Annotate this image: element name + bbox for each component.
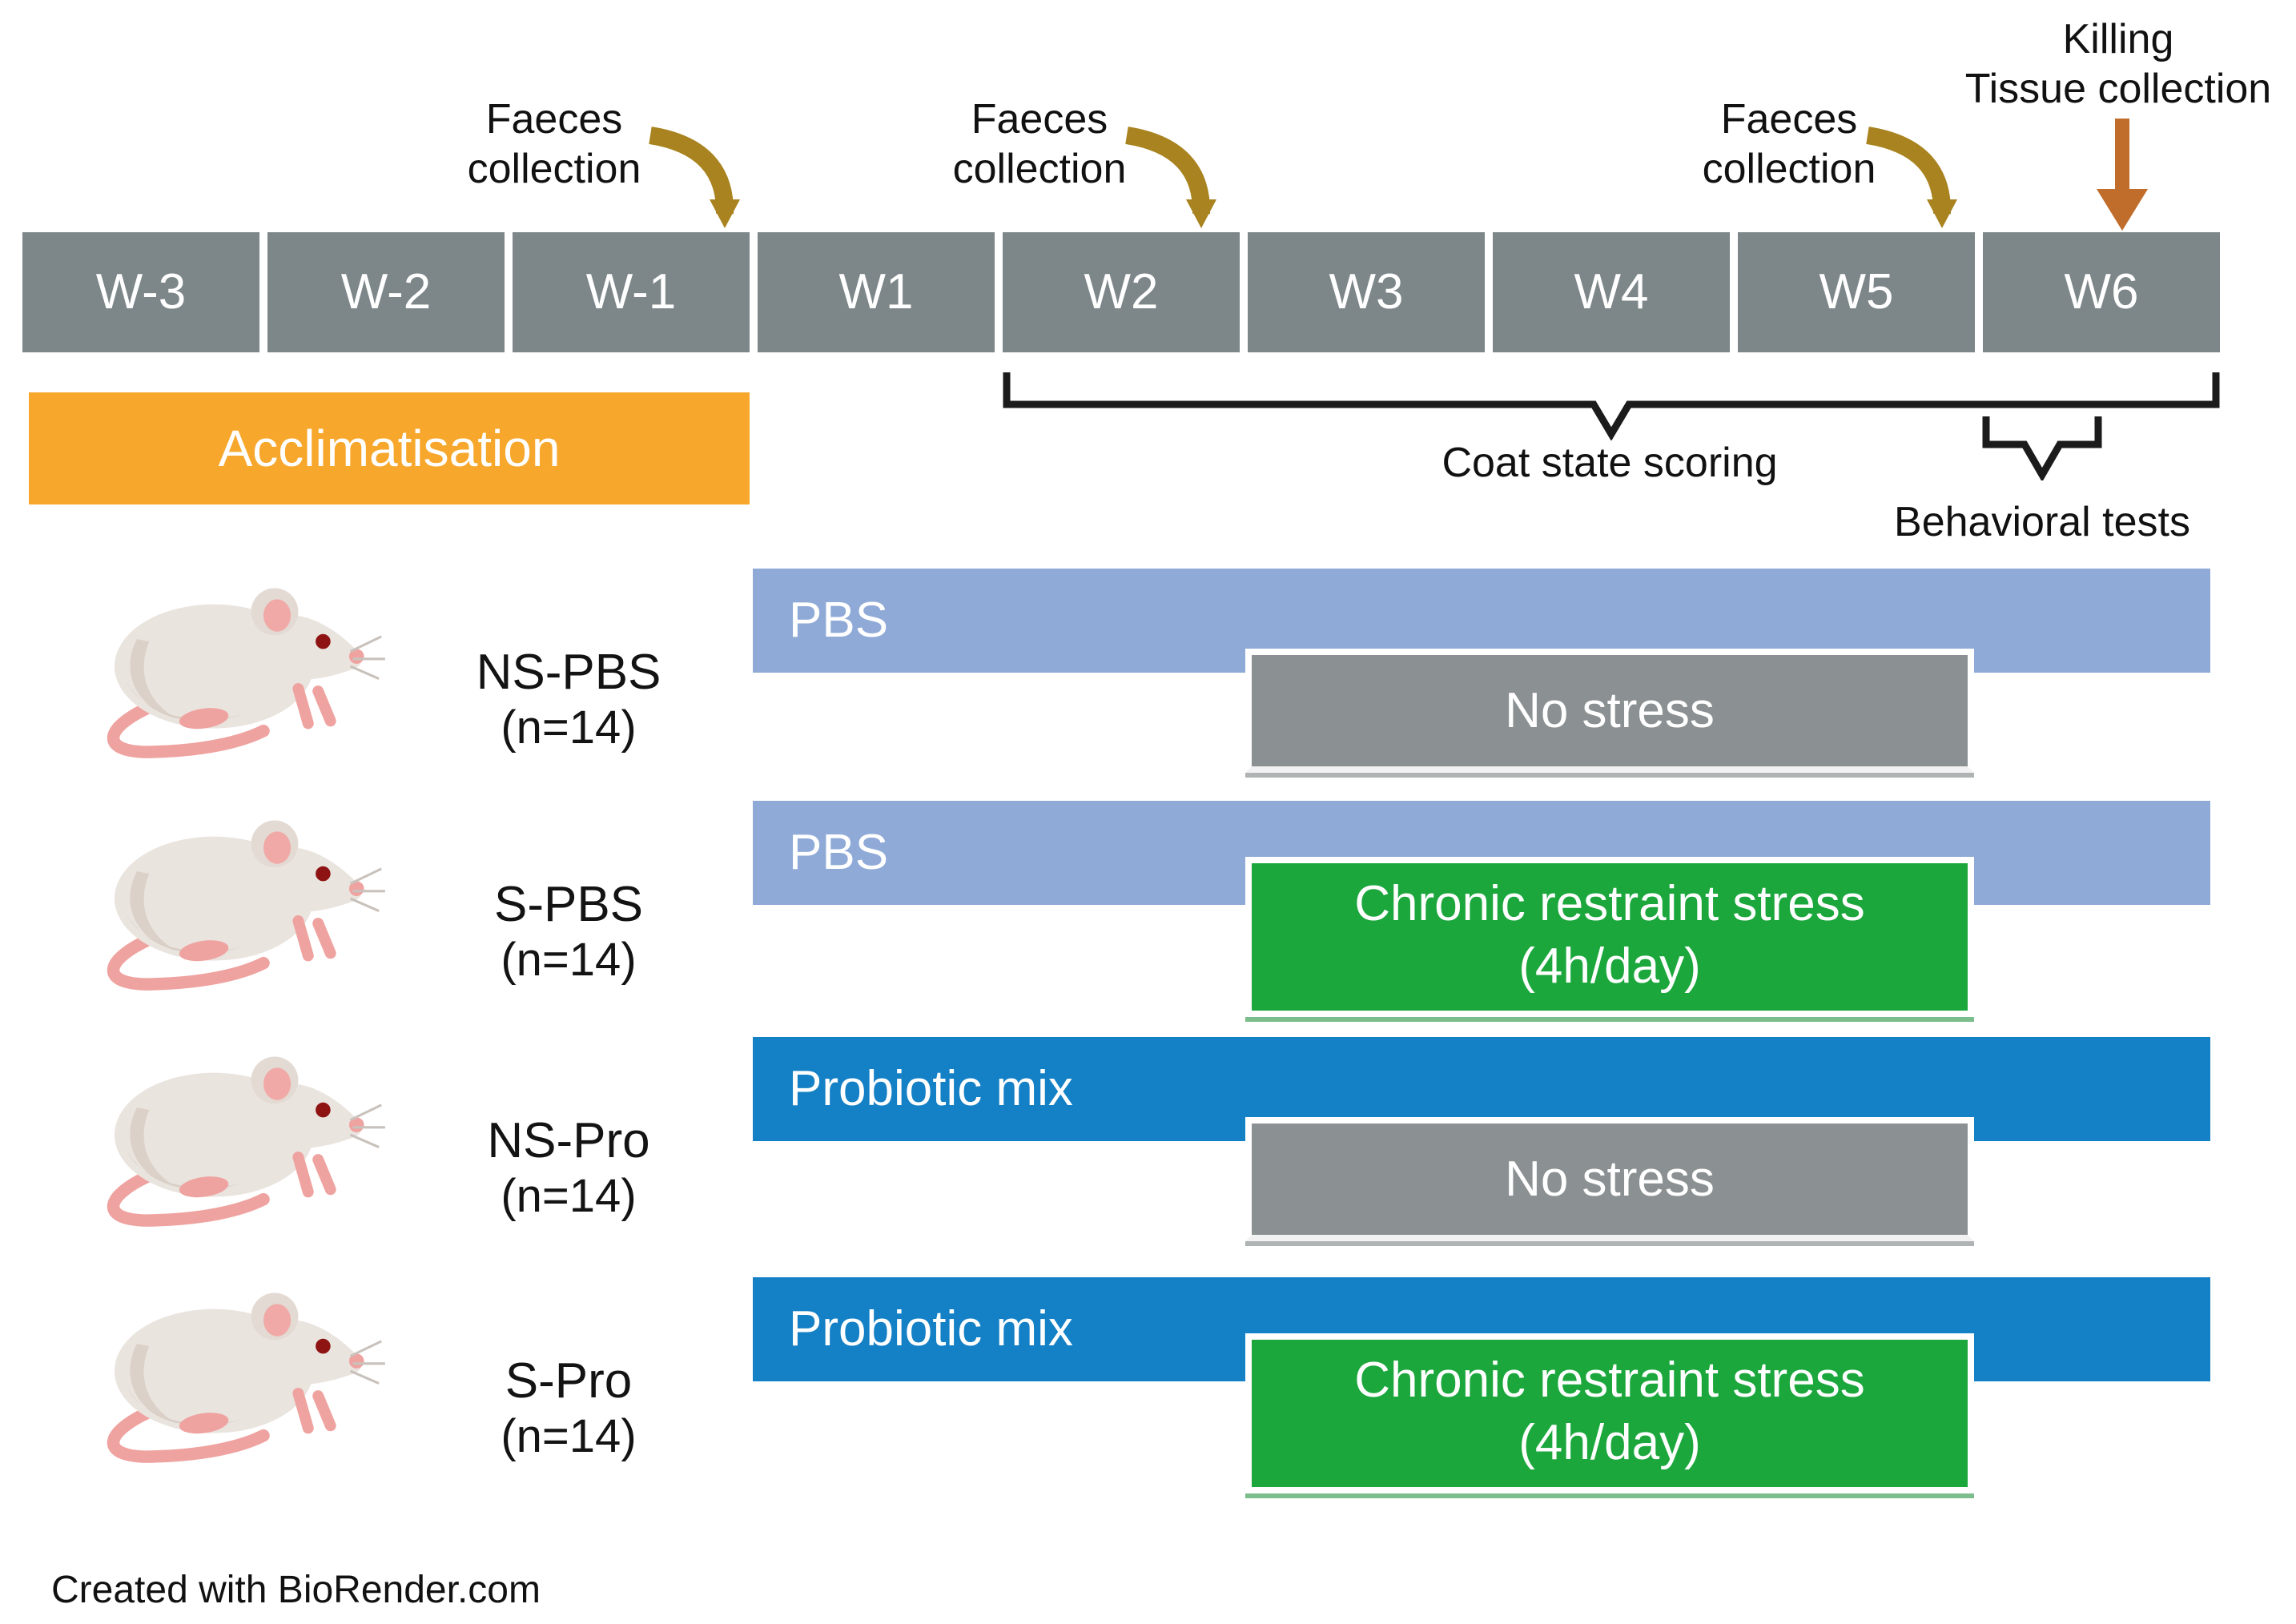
group-label: NS-PBS (n=14)	[416, 644, 721, 754]
timeline-week-cell: W5	[1738, 232, 1975, 352]
stress-box-no-stress: No stress	[1245, 649, 1974, 773]
faeces-collection-label-3: Faeces collection	[1702, 96, 1876, 192]
killing-tissue-collection-label: Killing Tissue collection	[1964, 16, 2272, 112]
group-name: S-Pro	[505, 1353, 633, 1409]
mouse-icon	[90, 565, 388, 763]
faeces-collection-label-2: Faeces collection	[952, 96, 1127, 192]
acclimatisation-bar: Acclimatisation	[29, 392, 750, 504]
coat-state-scoring-bracket	[1003, 372, 2220, 440]
stress-box-no-stress: No stress	[1245, 1117, 1974, 1241]
group-n: (n=14)	[501, 701, 637, 754]
faeces-collection-arrow-icon-1	[649, 127, 740, 228]
group-label: NS-Pro (n=14)	[416, 1112, 721, 1223]
mouse-icon	[90, 1269, 388, 1468]
group-n: (n=14)	[501, 1410, 637, 1462]
faeces-collection-arrow-icon-3	[1866, 127, 1957, 228]
killing-arrow-icon	[2097, 119, 2148, 231]
group-n: (n=14)	[501, 1170, 637, 1222]
mouse-icon	[90, 1033, 388, 1232]
timeline-week-cell: W3	[1248, 232, 1485, 352]
group-n: (n=14)	[501, 934, 637, 986]
biorender-credit: Created with BioRender.com	[51, 1569, 541, 1611]
group-name: NS-PBS	[476, 645, 661, 700]
timeline-week-cell: W2	[1003, 232, 1240, 352]
timeline-week-cell: W-2	[267, 232, 505, 352]
timeline-week-cell: W6	[1983, 232, 2220, 352]
group-label: S-PBS (n=14)	[416, 876, 721, 987]
group-label: S-Pro (n=14)	[416, 1353, 721, 1463]
group-name: NS-Pro	[487, 1113, 650, 1168]
group-name: S-PBS	[493, 877, 644, 932]
timeline-week-cell: W-1	[513, 232, 750, 352]
mouse-icon	[90, 797, 388, 995]
coat-state-scoring-label: Coat state scoring	[1442, 440, 1778, 486]
timeline-week-cell: W1	[758, 232, 995, 352]
faeces-collection-arrow-icon-2	[1125, 127, 1216, 228]
stress-box-chronic-restraint: Chronic restraint stress (4h/day)	[1245, 1333, 1974, 1493]
timeline-week-cell: W4	[1493, 232, 1730, 352]
faeces-collection-label-1: Faeces collection	[467, 96, 641, 192]
stress-box-chronic-restraint: Chronic restraint stress (4h/day)	[1245, 857, 1974, 1017]
behavioral-tests-bracket	[1982, 416, 2102, 480]
timeline-week-cell: W-3	[22, 232, 259, 352]
behavioral-tests-label: Behavioral tests	[1894, 499, 2190, 545]
